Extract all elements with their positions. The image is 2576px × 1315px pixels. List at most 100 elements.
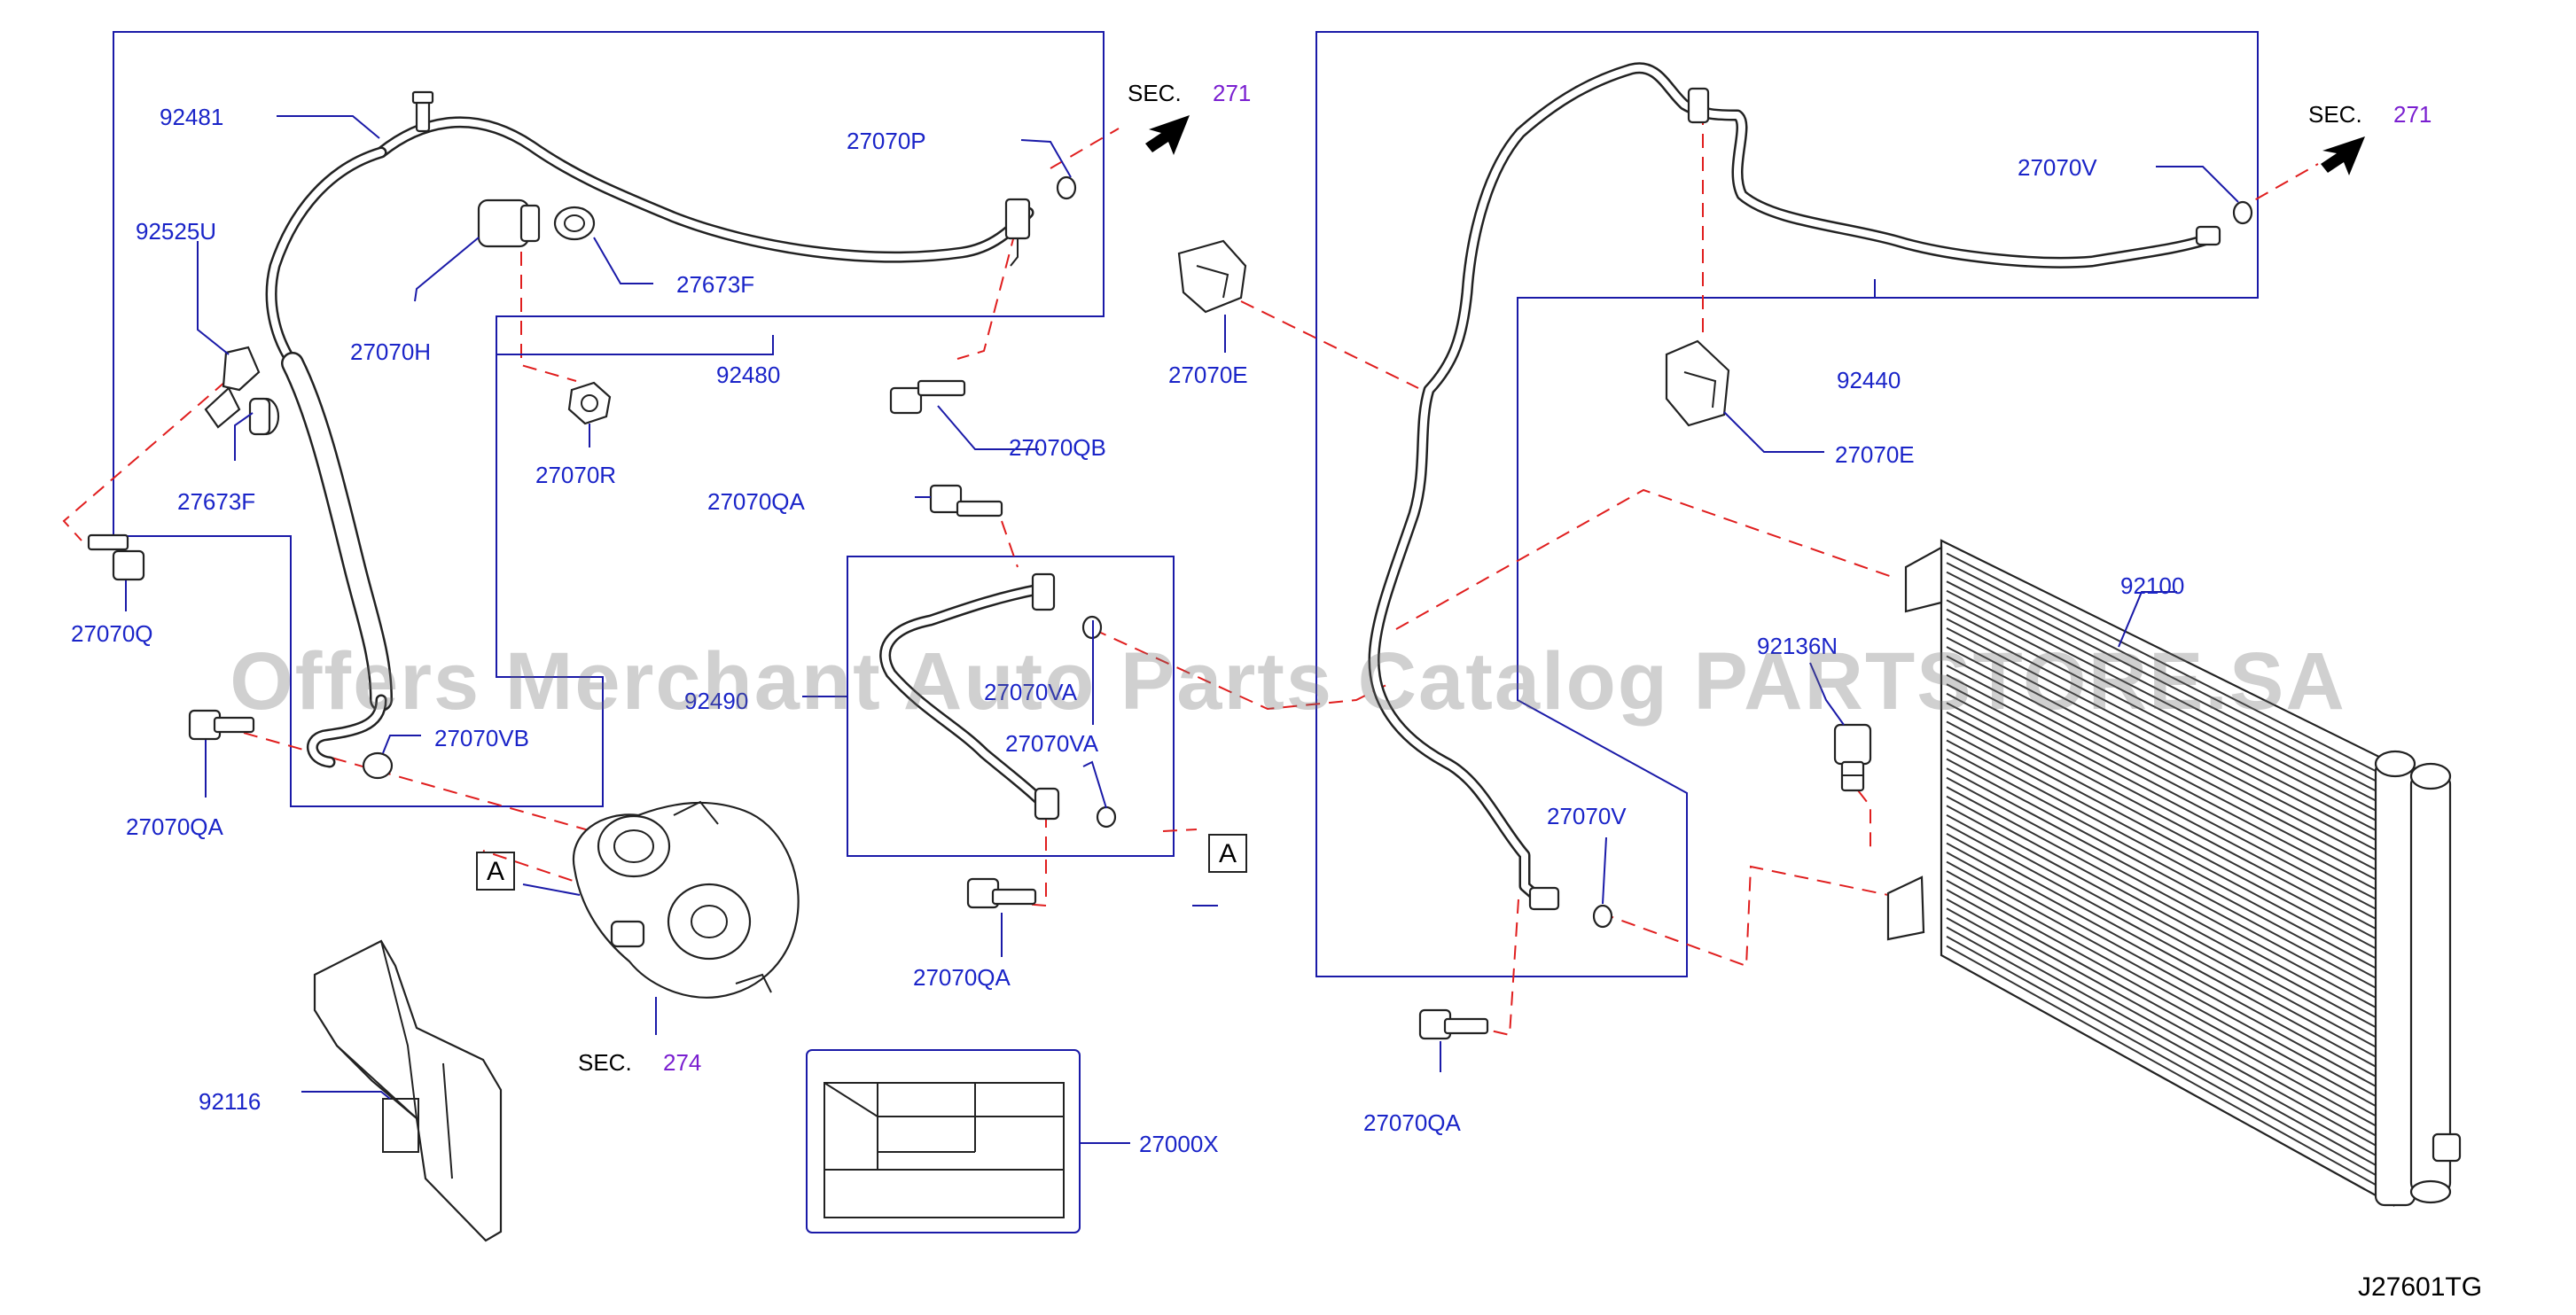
sec-ref-right-number[interactable]: 271 [2393, 101, 2432, 128]
bolt-27070QB [889, 379, 966, 415]
part-label-92440[interactable]: 92440 [1837, 367, 1901, 393]
condenser-fin [1946, 571, 2389, 798]
clip-27070E-right [1665, 339, 1730, 427]
condenser-fin [1946, 655, 2389, 887]
condenser-fin [1946, 683, 2389, 916]
part-label-27070R[interactable]: 27070R [535, 462, 616, 488]
part-label-27070VA-upper[interactable]: 27070VA [984, 679, 1078, 705]
condenser-fin [1946, 926, 2389, 1173]
condenser-fin [1946, 627, 2389, 858]
part-label-92100[interactable]: 92100 [2120, 572, 2184, 599]
label-plate-grid [824, 1082, 1065, 1218]
part-label-27070H[interactable]: 27070H [350, 338, 431, 365]
condenser-fin [1946, 833, 2389, 1075]
part-label-27070Q[interactable]: 27070Q [71, 620, 153, 647]
condenser-fin [1946, 665, 2389, 897]
part-label-27673F-upper[interactable]: 27673F [676, 271, 754, 298]
condenser-fin [1946, 711, 2389, 946]
condenser-fin [1946, 589, 2389, 818]
part-label-27070P[interactable]: 27070P [847, 128, 926, 154]
suction-hose-92490 [879, 572, 1060, 821]
condenser-fin [1946, 730, 2389, 966]
part-label-27070VB[interactable]: 27070VB [434, 725, 529, 751]
o-ring-27070VA-2 [1096, 805, 1117, 829]
condenser-fin [1946, 945, 2389, 1193]
bracket-92525U [204, 346, 280, 436]
marker-a-left: A [487, 857, 504, 886]
condenser-fin [1946, 813, 2389, 1054]
liquid-pipe-92440 [1368, 62, 2221, 911]
bracket-92116 [313, 939, 503, 1242]
condenser-fin [1946, 795, 2389, 1035]
part-label-92116[interactable]: 92116 [199, 1088, 261, 1115]
group-box-92490 [847, 556, 1175, 857]
part-label-27673F-left[interactable]: 27673F [177, 488, 255, 515]
condenser-fin [1946, 852, 2389, 1094]
sec-ref-compressor-label: SEC. [578, 1049, 632, 1076]
condenser-fin [1946, 860, 2389, 1104]
o-ring-27070VB [362, 751, 394, 780]
condenser-fin [1946, 599, 2389, 828]
condenser-fin [1946, 739, 2389, 976]
part-label-27070E-left[interactable]: 27070E [1168, 362, 1248, 388]
group-box-92481 [113, 31, 1105, 807]
leader-lines [125, 115, 2239, 1144]
condenser-fin [1946, 842, 2389, 1085]
o-ring-27070V-2 [1592, 904, 1613, 929]
sec-ref-left-number[interactable]: 271 [1213, 80, 1251, 106]
pressure-sensor-92136N [1833, 723, 1872, 792]
part-label-92490[interactable]: 92490 [684, 688, 748, 714]
part-label-27070QA-right[interactable]: 27070QA [1363, 1109, 1462, 1136]
assembly-connection-lines [62, 111, 2319, 1037]
condenser-fin [1946, 552, 2389, 779]
marker-a-right-box [1208, 834, 1247, 873]
condenser-fin [1946, 758, 2389, 996]
part-label-27070QA-middle[interactable]: 27070QA [913, 964, 1011, 991]
group-box-92440 [1315, 31, 2259, 977]
condenser-fin [1946, 618, 2389, 847]
part-label-27070QA-left[interactable]: 27070QA [126, 813, 224, 840]
condenser-fin [1946, 673, 2389, 906]
part-label-92136N[interactable]: 92136N [1757, 633, 1838, 659]
condenser-fin [1946, 870, 2389, 1114]
part-label-27070V-lower[interactable]: 27070V [1547, 803, 1627, 829]
part-label-27070QA-upper[interactable]: 27070QA [707, 488, 806, 515]
marker-a-right: A [1219, 839, 1237, 868]
bolt-27070QA-left [188, 709, 255, 741]
watermark: Offers Merchant Auto Parts Catalog PARTS… [230, 636, 2346, 727]
part-label-92525U[interactable]: 92525U [136, 218, 216, 245]
sec-ref-compressor-number[interactable]: 274 [663, 1049, 701, 1076]
condenser-fin [1946, 580, 2389, 808]
condenser-fin [1946, 889, 2389, 1133]
condenser-92100 [1886, 539, 2462, 1207]
clip-27070E-left [1177, 239, 1247, 314]
label-plate-27000X [806, 1049, 1081, 1233]
condenser-fin [1946, 608, 2389, 837]
arrow-sec-271-right [2321, 136, 2365, 175]
part-label-27070V-upper[interactable]: 27070V [2018, 154, 2097, 181]
o-ring-27070V-1 [2232, 200, 2253, 225]
arrow-sec-271-left [1145, 115, 1190, 155]
part-label-27070QB[interactable]: 27070QB [1009, 434, 1106, 461]
bolt-27070QA-middle [966, 877, 1037, 909]
part-label-27070VA-lower[interactable]: 27070VA [1005, 730, 1099, 757]
part-label-92481[interactable]: 92481 [160, 104, 223, 130]
compressor [572, 800, 800, 999]
marker-a-left-box [476, 852, 515, 891]
condenser-fin [1946, 916, 2389, 1163]
condenser-fin [1946, 692, 2389, 927]
condenser-fin [1946, 936, 2389, 1183]
condenser-fin [1946, 646, 2389, 877]
condenser-fin [1946, 898, 2389, 1144]
sec-ref-left-label: SEC. [1128, 80, 1182, 106]
part-label-27070E-right[interactable]: 27070E [1835, 441, 1915, 468]
part-label-92480[interactable]: 92480 [716, 362, 780, 388]
condenser-fin [1946, 879, 2389, 1124]
condenser-fin [1946, 702, 2389, 937]
condenser-fin [1946, 749, 2389, 985]
bolt-27070QA-right [1418, 1008, 1489, 1040]
part-label-27000X[interactable]: 27000X [1139, 1131, 1219, 1157]
bolt-27070QA-upper [929, 484, 1003, 517]
